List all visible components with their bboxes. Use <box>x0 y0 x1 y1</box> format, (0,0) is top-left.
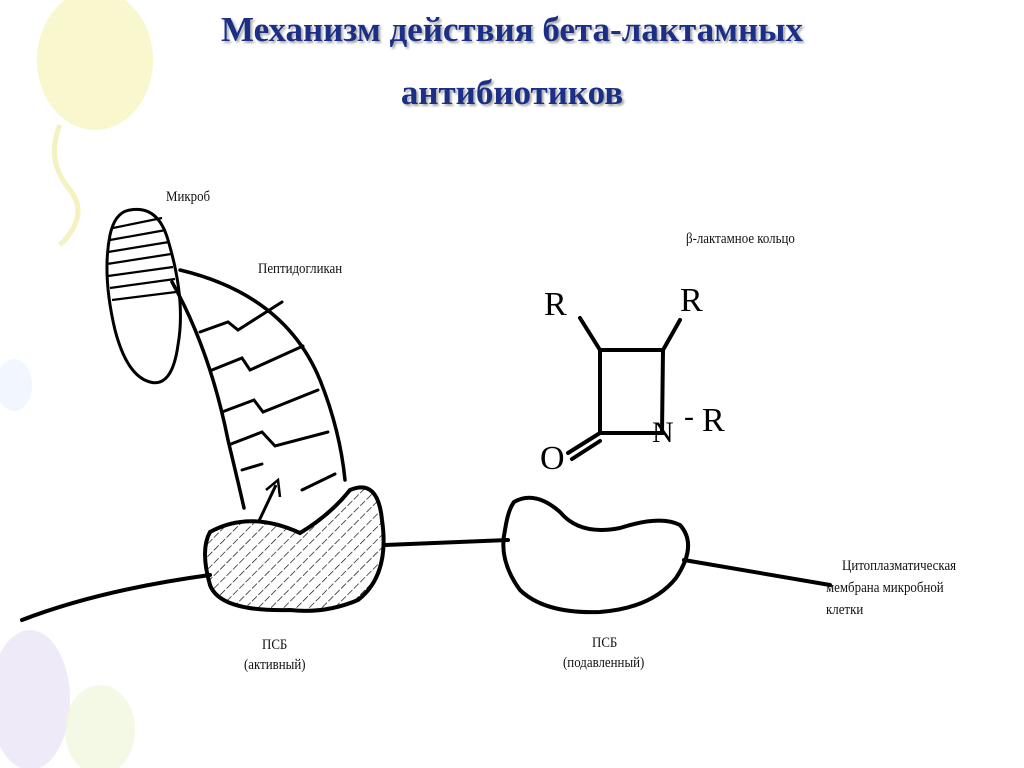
bond-carbonyl-1 <box>566 431 602 455</box>
label-membrane-line-2: мембрана микробной <box>826 580 944 596</box>
oxygen-atom: O <box>540 440 565 477</box>
membrane-left-segment <box>20 573 212 622</box>
label-pbp-suppressed: ПСБ <box>592 635 618 651</box>
peptidoglycan-crosslinks <box>198 300 337 492</box>
decor-balloon-small <box>0 359 32 411</box>
decor-balloon-yellow <box>37 0 153 130</box>
cytoplasmic-membrane <box>20 538 832 622</box>
decor-balloon-string <box>51 124 81 247</box>
title-line-2: антибиотиков <box>400 73 624 112</box>
nitrogen-atom: N <box>652 416 674 449</box>
ring-square <box>598 348 666 435</box>
peptidoglycan <box>170 268 347 510</box>
membrane-right-segment <box>682 558 832 587</box>
decor-balloon-lilac <box>0 630 70 768</box>
beta-lactam-structure <box>566 316 682 461</box>
reaction-arrow <box>256 477 282 524</box>
label-pbp-active: ПСБ <box>262 637 288 653</box>
bond-r-top-left <box>578 316 602 352</box>
title-line-1: Механизм действия бета-лактамных <box>221 10 803 49</box>
label-microbe: Микроб <box>166 189 211 205</box>
pbp-suppressed-shape <box>501 495 690 615</box>
peptidoglycan-inner-wall <box>170 280 246 510</box>
slide-title: Механизм действия бета-лактамных антибио… <box>0 0 1024 123</box>
microbe-stripes <box>106 216 177 302</box>
bond-r-top-right <box>661 318 682 352</box>
r-top-right: R <box>680 282 703 319</box>
bond-carbonyl-2 <box>570 439 602 461</box>
label-membrane-line-1: Цитоплазматическая <box>842 558 957 574</box>
label-beta-lactam-ring: β-лактамное кольцо <box>686 231 795 247</box>
membrane-middle-segment <box>383 538 510 547</box>
label-peptidoglycan: Пептидогликан <box>258 261 343 277</box>
microbe-body <box>105 207 182 385</box>
r-nitrogen: R <box>702 402 725 439</box>
label-pbp-active-state: (активный) <box>244 657 306 673</box>
pbp-active-shape <box>203 485 386 613</box>
microbe <box>105 207 182 385</box>
label-pbp-suppressed-state: (подавленный) <box>563 655 645 671</box>
r-top-left: R <box>544 286 567 323</box>
decor-balloon-green <box>65 685 135 768</box>
peptidoglycan-outer-wall <box>178 268 347 482</box>
nitrogen-bond: - <box>684 400 694 433</box>
label-membrane-line-3: клетки <box>826 602 864 618</box>
